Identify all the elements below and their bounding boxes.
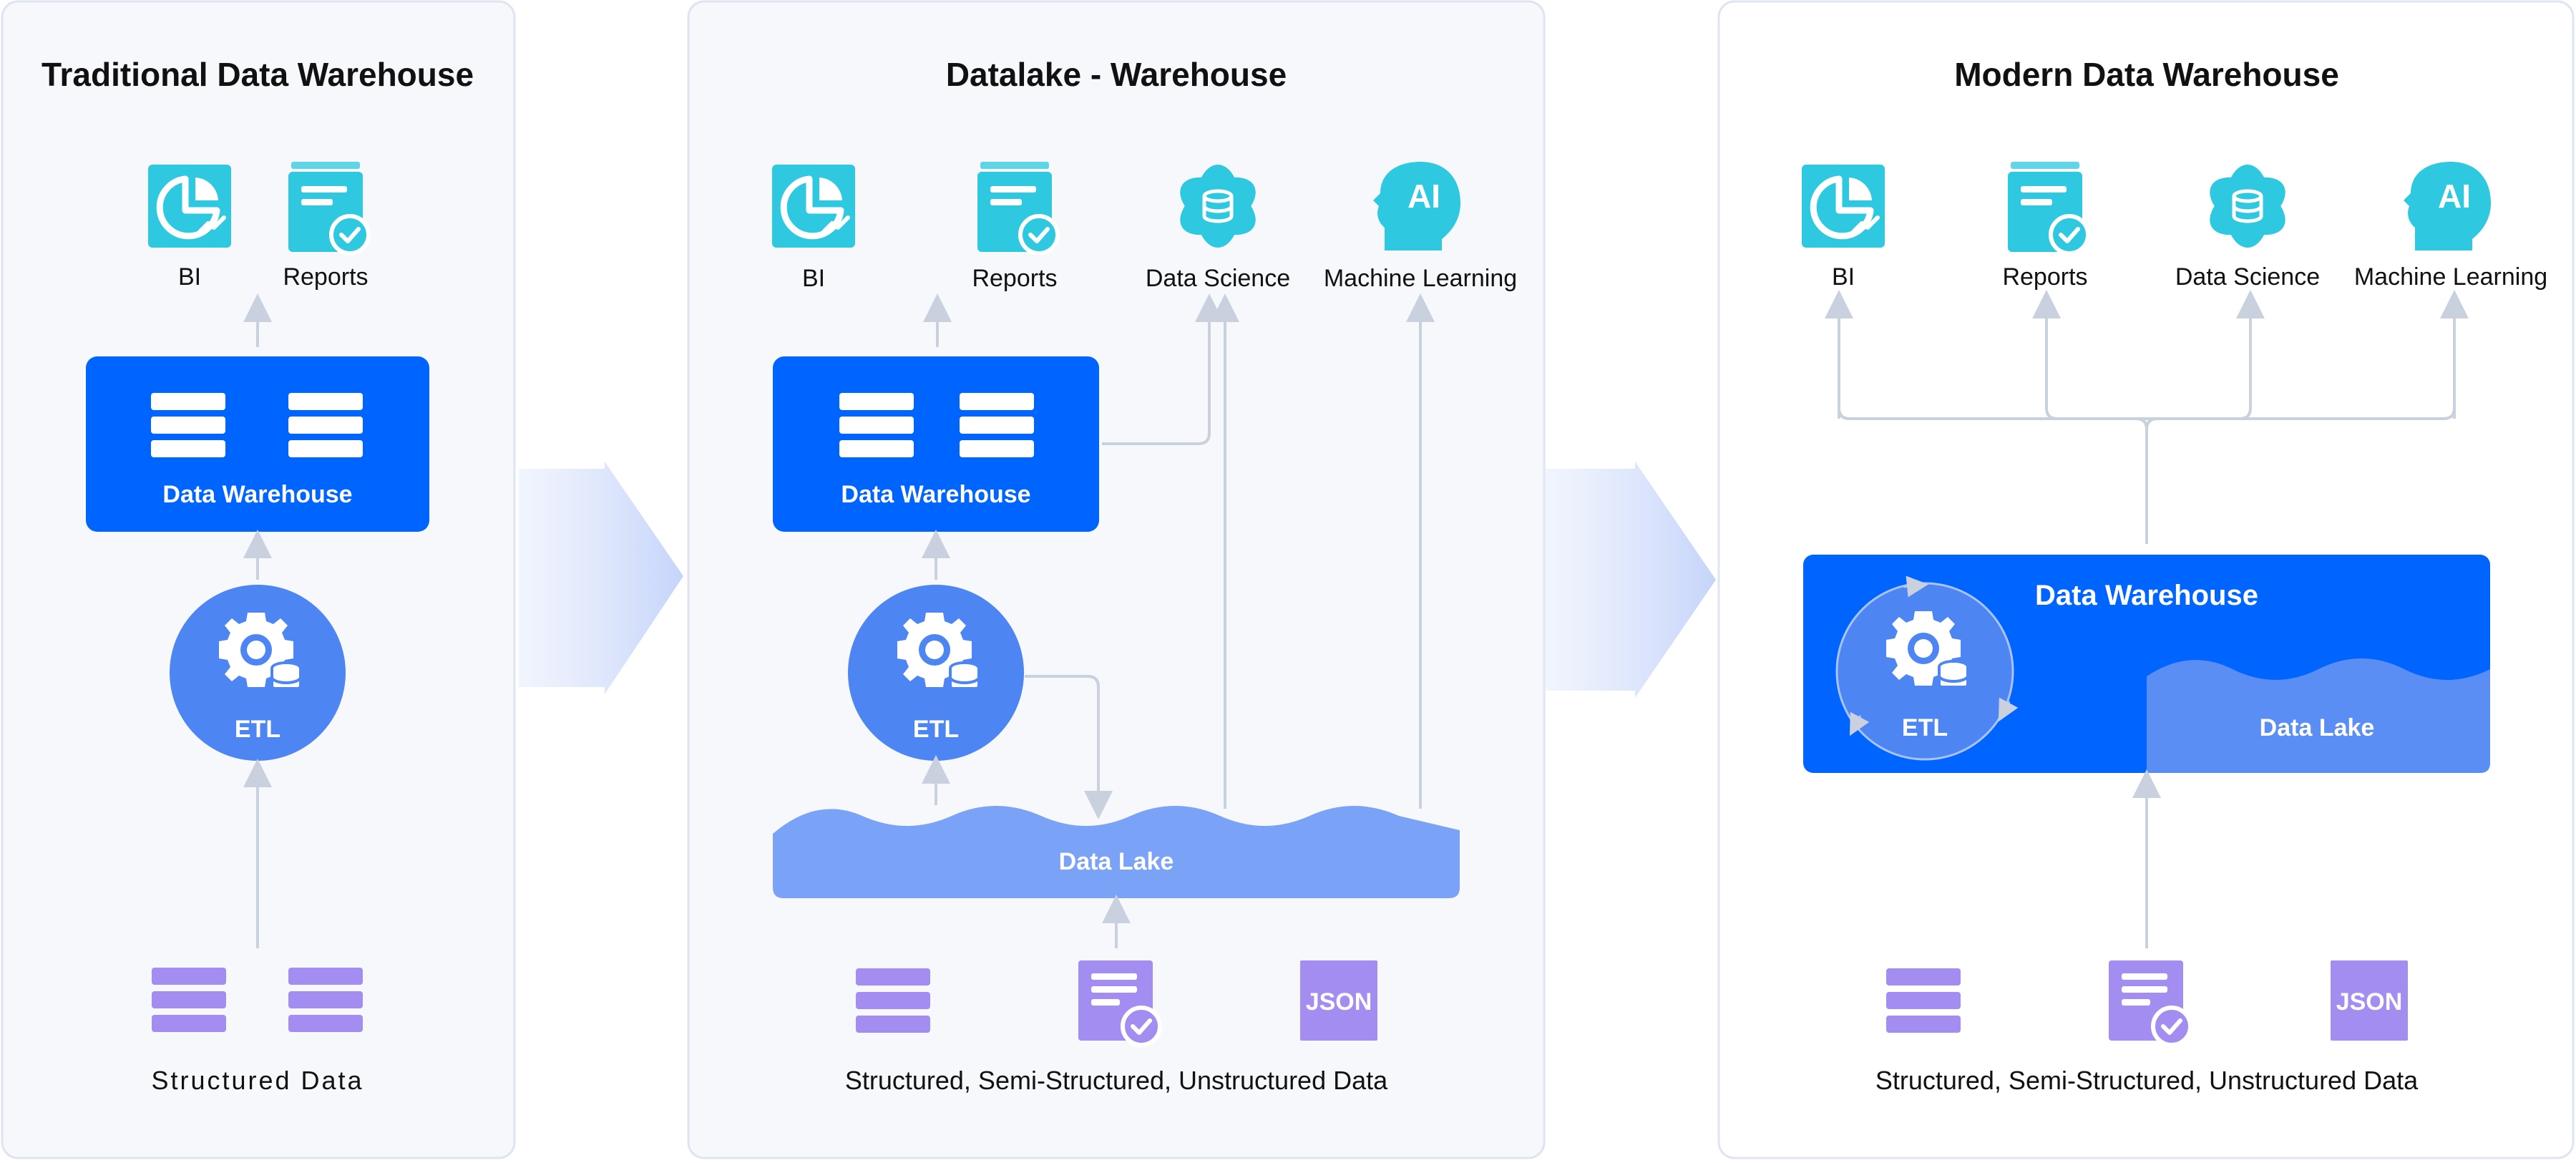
- bi-label: BI: [178, 263, 201, 291]
- bi-label: BI: [1832, 263, 1855, 291]
- warehouse-rows-icon: [839, 393, 914, 457]
- warehouse-rows-icon: [288, 393, 363, 457]
- panel-title: Modern Data Warehouse: [1954, 56, 2339, 93]
- reports-label: Reports: [972, 265, 1057, 292]
- data-warehouse-label: Data Warehouse: [2035, 580, 2258, 611]
- panel-datalake-warehouse: Datalake - Warehouse BI Reports Data Sci…: [687, 0, 1546, 1159]
- transition-arrow-1: [519, 462, 683, 694]
- json-badge: JSON: [2336, 988, 2403, 1016]
- etl-label: ETL: [913, 716, 959, 743]
- bi-icon: [148, 165, 231, 248]
- panel-title: Datalake - Warehouse: [946, 56, 1287, 93]
- reports-icon: [2008, 162, 2088, 253]
- bi-icon: [772, 165, 855, 248]
- data-science-label: Data Science: [2175, 263, 2320, 291]
- structured-table-icon: [152, 968, 226, 1032]
- reports-icon: [288, 162, 369, 253]
- data-warehouse-label: Data Warehouse: [162, 481, 352, 508]
- transition-arrow-2: [1546, 462, 1716, 698]
- structured-table-icon: [1886, 968, 1961, 1033]
- semi-structured-doc-icon: [2109, 960, 2190, 1045]
- data-lake-label: Data Lake: [2260, 714, 2375, 741]
- panel-modern-data-warehouse: Modern Data Warehouse BI Reports Data Sc…: [1717, 0, 2575, 1159]
- reports-label: Reports: [2002, 263, 2087, 291]
- data-lake-shape: [773, 806, 1460, 898]
- warehouse-rows-icon: [151, 393, 225, 457]
- ai-badge: AI: [2438, 177, 2471, 215]
- structured-table-icon: [288, 968, 363, 1032]
- sources-label: Structured, Semi-Structured, Unstructure…: [1875, 1066, 2419, 1095]
- reports-icon: [977, 162, 1058, 253]
- sources-label: Structured Data: [151, 1066, 364, 1095]
- data-lake-label: Data Lake: [1059, 848, 1174, 875]
- etl-label: ETL: [235, 716, 280, 743]
- bi-label: BI: [802, 265, 825, 292]
- machine-learning-label: Machine Learning: [2354, 263, 2547, 291]
- data-science-label: Data Science: [1146, 265, 1290, 292]
- reports-label: Reports: [283, 263, 368, 291]
- etl-label: ETL: [1902, 714, 1948, 741]
- ai-badge: AI: [1407, 177, 1440, 215]
- bi-icon: [1802, 165, 1885, 248]
- semi-structured-doc-icon: [1078, 960, 1160, 1045]
- json-badge: JSON: [1306, 988, 1372, 1016]
- data-warehouse-label: Data Warehouse: [841, 481, 1030, 508]
- sources-label: Structured, Semi-Structured, Unstructure…: [845, 1066, 1388, 1095]
- warehouse-rows-icon: [960, 393, 1034, 457]
- structured-table-icon: [856, 968, 930, 1033]
- machine-learning-label: Machine Learning: [1324, 265, 1517, 292]
- panel-title: Traditional Data Warehouse: [42, 56, 474, 93]
- panel-traditional: Traditional Data Warehouse BI Reports Da…: [1, 0, 516, 1159]
- data-lake-region: [2147, 658, 2490, 773]
